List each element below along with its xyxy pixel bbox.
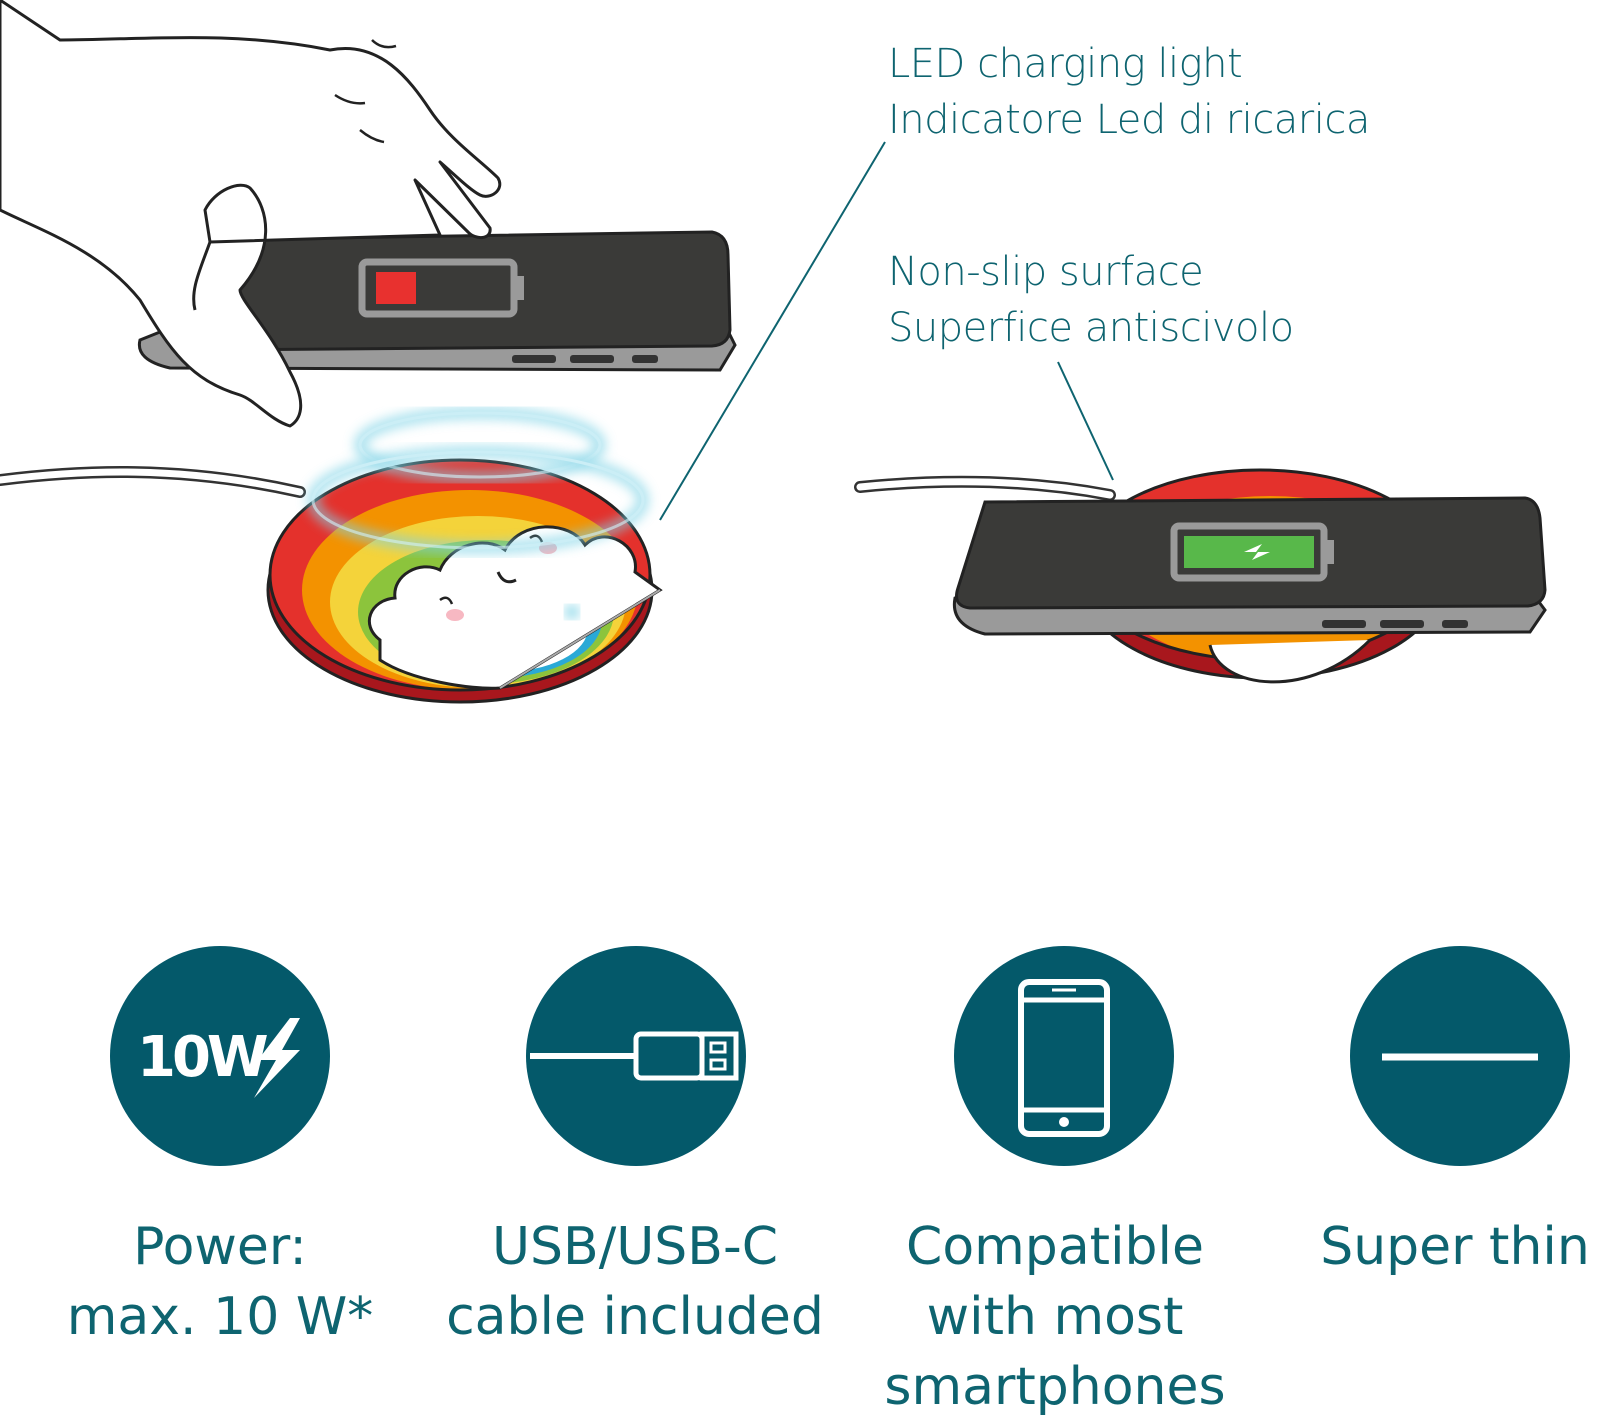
charging-glow xyxy=(308,408,648,553)
phone-low-battery xyxy=(137,230,737,372)
phone-charging xyxy=(952,496,1547,636)
callout-led-line2: Indicatore Led di ricarica xyxy=(888,97,1370,143)
callout-led-charging-light: LED charging light Indicatore Led di ric… xyxy=(888,36,1370,148)
feature-cable-line2: cable included xyxy=(446,1287,824,1347)
led-leader-line xyxy=(659,141,886,521)
feature-label-power: Power: max. 10 W* xyxy=(60,1212,380,1352)
nonslip-leader-line xyxy=(1057,361,1114,481)
feature-thin-line1: Super thin xyxy=(1320,1217,1590,1277)
feature-cable-line1: USB/USB-C xyxy=(491,1217,779,1277)
feature-compat-line2: with most xyxy=(926,1287,1184,1347)
feature-label-compatible: Compatible with most smartphones xyxy=(870,1212,1240,1422)
callout-nonslip-line1: Non-slip surface xyxy=(888,249,1204,295)
callout-non-slip-surface: Non-slip surface Superfice antiscivolo xyxy=(888,244,1294,356)
lightning-icon xyxy=(254,1018,300,1098)
power-badge-text: 10W xyxy=(137,1025,269,1090)
feature-label-cable: USB/USB-C cable included xyxy=(430,1212,840,1352)
feature-power-line2: max. 10 W* xyxy=(66,1287,374,1347)
feature-compat-line1: Compatible xyxy=(906,1217,1204,1277)
feature-compat-line3: smartphones xyxy=(884,1357,1226,1417)
rainbow-pad xyxy=(266,458,663,704)
power-10w-icon xyxy=(110,946,330,1166)
smartphone-icon xyxy=(954,946,1174,1166)
feature-label-super-thin: Super thin xyxy=(1310,1212,1600,1282)
callout-led-line1: LED charging light xyxy=(888,41,1243,87)
hand xyxy=(0,0,502,428)
led-indicator xyxy=(565,605,579,619)
cloud-face xyxy=(367,525,663,690)
callout-nonslip-line2: Superfice antiscivolo xyxy=(888,305,1294,351)
feature-power-line1: Power: xyxy=(133,1217,307,1277)
